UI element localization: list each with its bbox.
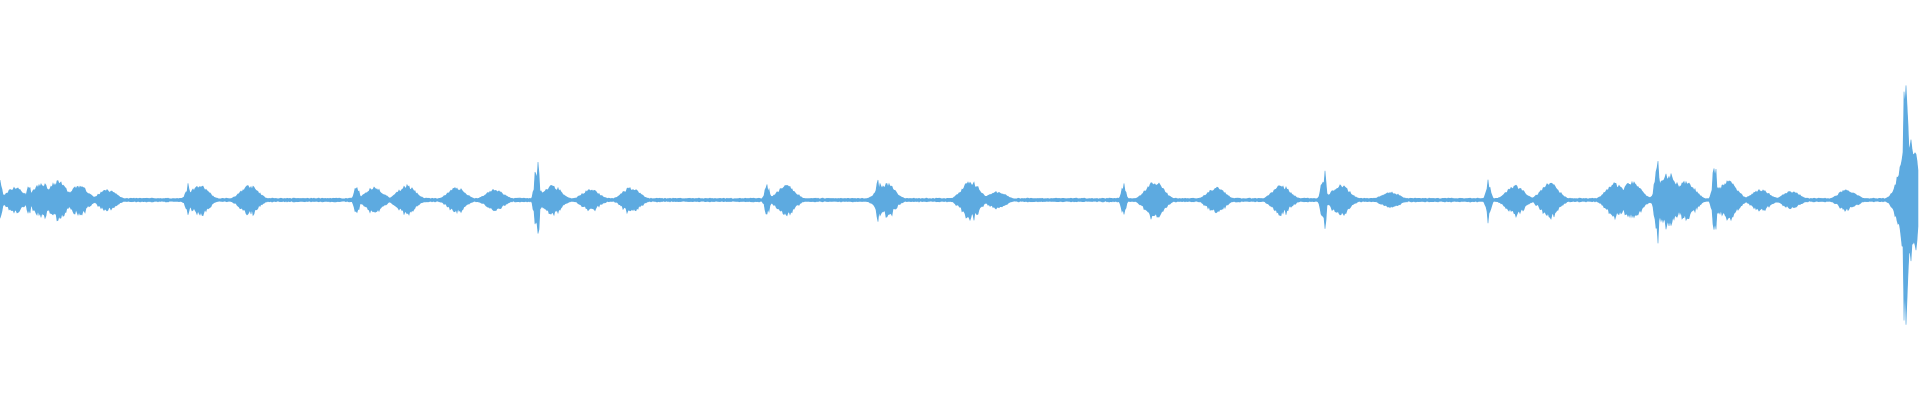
waveform-amplitude-path: [0, 85, 1919, 325]
